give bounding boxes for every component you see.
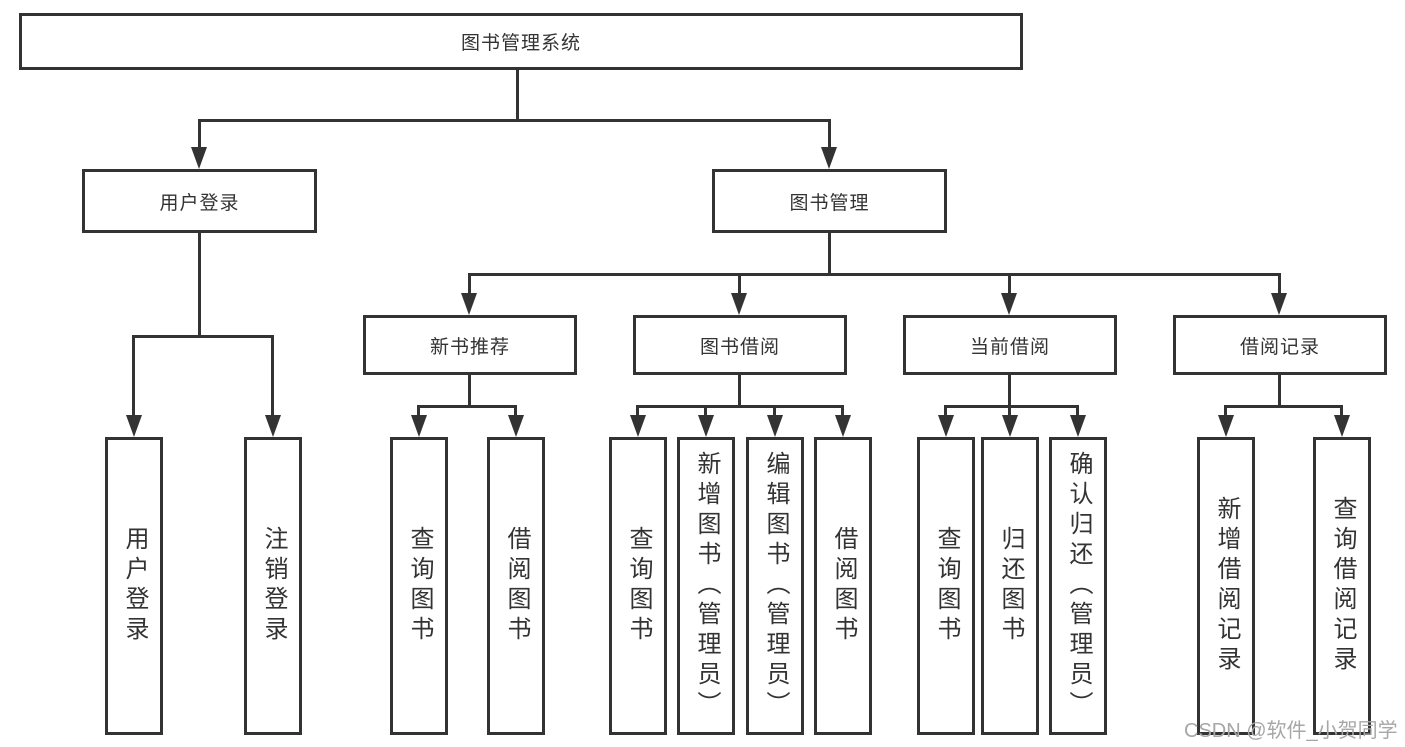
leaf-query-books-recommend: 查询图书: [390, 437, 448, 735]
connector-line: [1278, 273, 1281, 298]
arrowhead-down-icon: [835, 415, 851, 437]
connector-line: [516, 70, 519, 120]
arrowhead-down-icon: [1002, 415, 1018, 437]
leaf-label: 查询借阅记录: [1329, 496, 1356, 676]
connector-line: [417, 405, 517, 408]
connector-line: [944, 405, 947, 420]
node-user-login: 用户登录: [82, 169, 317, 233]
connector-line: [1224, 405, 1227, 420]
arrowhead-down-icon: [411, 415, 427, 437]
watermark: CSDN @软件_小贺同学: [1184, 720, 1398, 742]
connector-line: [828, 119, 831, 152]
connector-line: [417, 405, 420, 420]
connector-line: [1278, 375, 1281, 408]
connector-line: [636, 405, 639, 420]
leaf-label: 查询图书: [933, 526, 960, 646]
connector-line: [1340, 405, 1343, 420]
leaf-label: 用户登录: [121, 526, 148, 646]
leaf-user-login: 用户登录: [105, 437, 163, 735]
arrowhead-down-icon: [1001, 293, 1017, 315]
connector-line: [468, 273, 1281, 276]
connector-line: [198, 233, 201, 338]
connector-line: [1008, 375, 1011, 408]
arrowhead-down-icon: [1271, 293, 1287, 315]
leaf-logout: 注销登录: [244, 437, 302, 735]
arrowhead-down-icon: [126, 415, 142, 437]
connector-line: [841, 405, 844, 420]
arrowhead-down-icon: [461, 293, 477, 315]
connector-line: [636, 405, 844, 408]
arrowhead-down-icon: [508, 415, 524, 437]
leaf-query-books-current: 查询图书: [917, 437, 975, 735]
arrowhead-down-icon: [938, 415, 954, 437]
arrowhead-down-icon: [1070, 415, 1086, 437]
leaf-label: 查询图书: [406, 526, 433, 646]
node-current-borrowing: 当前借阅: [903, 315, 1117, 375]
leaf-label: 借阅图书: [503, 526, 530, 646]
leaf-label: 注销登录: [260, 526, 287, 646]
connector-line: [132, 335, 135, 420]
arrowhead-down-icon: [821, 147, 837, 169]
node-label: 图书借阅: [699, 336, 780, 358]
arrowhead-down-icon: [698, 415, 714, 437]
node-label: 新书推荐: [429, 336, 510, 358]
arrowhead-down-icon: [265, 415, 281, 437]
leaf-borrow-books: 借阅图书: [814, 437, 872, 735]
node-library-management-system: 图书管理系统: [19, 13, 1023, 70]
leaf-label: 查询图书: [625, 526, 652, 646]
arrowhead-down-icon: [191, 147, 207, 169]
connector-line: [1008, 405, 1011, 420]
arrowhead-down-icon: [1218, 415, 1234, 437]
connector-line: [738, 375, 741, 408]
connector-line: [828, 233, 831, 276]
node-label: 图书管理: [789, 192, 870, 214]
connector-line: [738, 273, 741, 298]
connector-line: [1008, 273, 1011, 298]
connector-line: [1224, 405, 1343, 408]
connector-line: [1076, 405, 1079, 420]
arrowhead-down-icon: [767, 415, 783, 437]
connector-line: [198, 119, 201, 152]
leaf-label: 新增图书（管理员）: [693, 451, 720, 721]
node-book-borrowing: 图书借阅: [633, 315, 847, 375]
connector-line: [704, 405, 707, 420]
leaf-query-borrow-record: 查询借阅记录: [1313, 437, 1371, 735]
arrowhead-down-icon: [1334, 415, 1350, 437]
leaf-confirm-return-admin: 确认归还（管理员）: [1049, 437, 1107, 735]
leaf-label: 编辑图书（管理员）: [762, 451, 789, 721]
arrowhead-down-icon: [731, 293, 747, 315]
leaf-label: 借阅图书: [830, 526, 857, 646]
leaf-label: 新增借阅记录: [1213, 496, 1240, 676]
leaf-add-books-admin: 新增图书（管理员）: [677, 437, 735, 735]
connector-line: [132, 335, 274, 338]
connector-line: [944, 405, 1079, 408]
node-borrowing-records: 借阅记录: [1173, 315, 1387, 375]
leaf-edit-books-admin: 编辑图书（管理员）: [746, 437, 804, 735]
node-book-management: 图书管理: [712, 169, 947, 233]
connector-line: [198, 119, 831, 122]
connector-line: [514, 405, 517, 420]
leaf-borrow-books-recommend: 借阅图书: [487, 437, 545, 735]
connector-line: [468, 273, 471, 298]
arrowhead-down-icon: [630, 415, 646, 437]
node-label: 当前借阅: [969, 336, 1050, 358]
leaf-query-books-borrow: 查询图书: [609, 437, 667, 735]
node-new-book-recommendation: 新书推荐: [363, 315, 577, 375]
leaf-return-books: 归还图书: [981, 437, 1039, 735]
leaf-label: 确认归还（管理员）: [1065, 451, 1092, 721]
connector-line: [773, 405, 776, 420]
leaf-label: 归还图书: [997, 526, 1024, 646]
node-label: 图书管理系统: [460, 33, 581, 54]
connector-line: [271, 335, 274, 420]
node-label: 借阅记录: [1239, 336, 1320, 358]
connector-line: [468, 375, 471, 408]
node-label: 用户登录: [159, 192, 240, 214]
leaf-add-borrow-record: 新增借阅记录: [1197, 437, 1255, 735]
